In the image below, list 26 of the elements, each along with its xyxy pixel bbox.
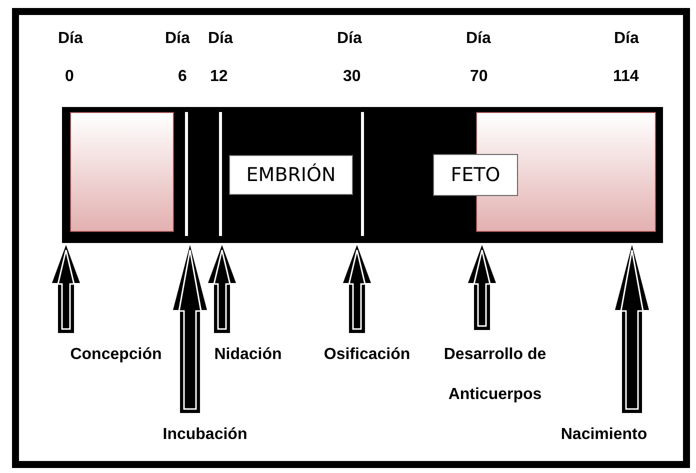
day-label: Día [165,30,190,48]
stage-label: EMBRIÓN [229,155,353,195]
event-label: Nacimiento [542,415,666,455]
day-number: 12 [210,68,228,86]
day-number: 0 [65,68,74,86]
block-arrow [343,245,371,333]
day-label: Día [466,30,491,48]
day-number: 6 [178,68,187,86]
day-label: Día [337,30,362,48]
day-label: Día [614,30,639,48]
block-arrow [173,245,207,413]
day-label: Día [208,30,233,48]
block-arrow [52,245,80,333]
event-label: Concepción [52,335,180,375]
block-arrow [208,245,236,333]
block-arrow [615,245,649,413]
timeline-bar [62,107,663,243]
stage-box [70,112,174,232]
day-number: 30 [343,68,361,86]
day-number: 114 [613,68,639,86]
day-label: Día [58,30,83,48]
stage-label: FETO [433,154,518,196]
event-label: Nidación [200,335,296,375]
day-number: 70 [470,68,488,86]
event-label: Incubación [142,415,268,455]
block-arrow [468,245,496,330]
